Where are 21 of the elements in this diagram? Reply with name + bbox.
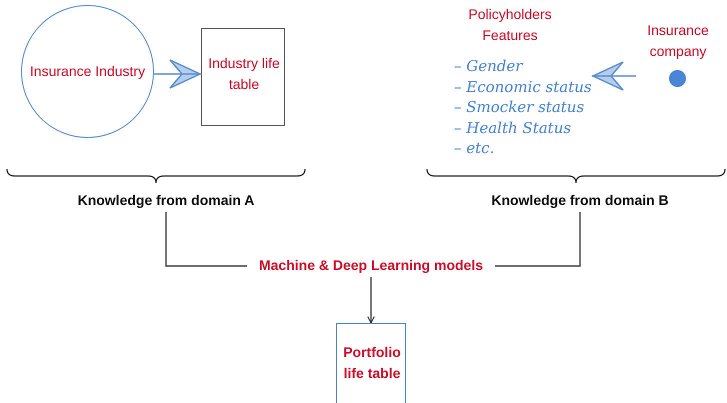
connector-line [165, 212, 247, 267]
connector-line [495, 212, 581, 267]
arrow [367, 277, 375, 324]
list-item: – Economic status [454, 76, 592, 98]
list-item: – Health Status [454, 118, 572, 138]
chevron-arrow [154, 59, 201, 89]
process-box [336, 323, 406, 403]
list-heading: Policyholders Features [467, 5, 553, 45]
circle-node [21, 5, 154, 138]
list-item: – Smocker status [454, 97, 584, 118]
list-item: – etc. [454, 138, 494, 159]
chevron-arrow [592, 61, 636, 91]
node-label: Insurance company [646, 21, 710, 61]
node-label: Portfolio life table [342, 343, 402, 383]
process-box [201, 28, 285, 126]
node-label: Insurance Industry [28, 62, 146, 81]
node-label: Knowledge from domain B [490, 191, 670, 210]
list-item: – Gender [454, 56, 522, 77]
node-label: Machine & Deep Learning models [258, 256, 484, 275]
node-label: Industry life table [207, 54, 281, 94]
node-label: Knowledge from domain A [76, 191, 256, 210]
